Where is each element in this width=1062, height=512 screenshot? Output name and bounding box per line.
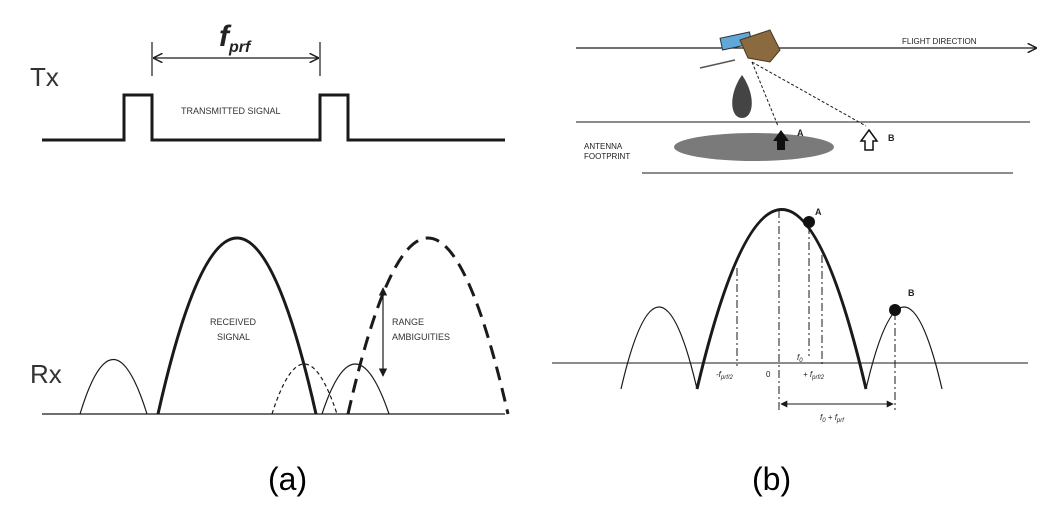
target-a-arrow-icon xyxy=(773,130,789,150)
range-ambiguity-lobe xyxy=(346,236,510,415)
doppler-sidelobe-left xyxy=(620,306,698,390)
curve-point-a-label: A xyxy=(815,207,822,217)
zero-label: 0 xyxy=(766,370,771,379)
caption-a: (a) xyxy=(268,461,307,497)
rx-sidelobe-left xyxy=(79,358,148,415)
target-b-arrow-icon xyxy=(859,128,879,151)
received-signal-lobe xyxy=(156,236,318,415)
f0-label: f0 xyxy=(797,353,803,364)
pos-half-prf-label: + fprf/2 xyxy=(803,370,825,381)
f0-plus-fprf-label: f0 + fprf xyxy=(820,413,845,424)
range-ambiguities-line2: AMBIGUITIES xyxy=(392,332,450,342)
satellite-boom xyxy=(699,59,736,69)
range-ambiguities-line1: RANGE xyxy=(392,317,424,327)
look-ray-a xyxy=(751,61,779,127)
rx-label: Rx xyxy=(30,359,62,389)
flight-direction-label: FLIGHT DIRECTION xyxy=(902,37,977,46)
fprf-label: fprf xyxy=(219,20,252,56)
doppler-main-lobe xyxy=(695,208,868,390)
footprint-label-line2: FOOTPRINT xyxy=(584,152,630,161)
panel-b: FLIGHT DIRECTION ANTENNA FOOTPRINT A B xyxy=(552,29,1036,497)
caption-b: (b) xyxy=(752,461,791,497)
received-label-line2: SIGNAL xyxy=(217,332,250,342)
antenna-beam-lobe xyxy=(732,75,752,118)
target-a-label: A xyxy=(797,128,804,138)
tx-pulse-train xyxy=(42,93,505,142)
curve-point-b-label: B xyxy=(908,288,915,298)
doppler-sidelobe-right xyxy=(865,306,943,390)
footprint-label-line1: ANTENNA xyxy=(584,142,623,151)
rx-dashed-small-lobe xyxy=(271,363,338,415)
neg-half-prf-label: -fprf/2 xyxy=(716,370,734,381)
satellite-icon xyxy=(699,29,781,69)
point-b-marker xyxy=(889,304,901,316)
point-a-marker xyxy=(803,216,815,228)
look-ray-b xyxy=(751,61,867,127)
received-label-line1: RECEIVED xyxy=(210,317,257,327)
antenna-footprint xyxy=(674,133,834,161)
transmitted-signal-label: TRANSMITTED SIGNAL xyxy=(181,106,281,116)
satellite-body xyxy=(739,29,781,63)
panel-a: Tx fprf TRANSMITTED SIGNAL Rx RECEIVED S… xyxy=(30,20,510,497)
target-b-label: B xyxy=(888,133,895,143)
rx-sidelobe-right xyxy=(321,363,390,415)
tx-label: Tx xyxy=(30,62,59,92)
